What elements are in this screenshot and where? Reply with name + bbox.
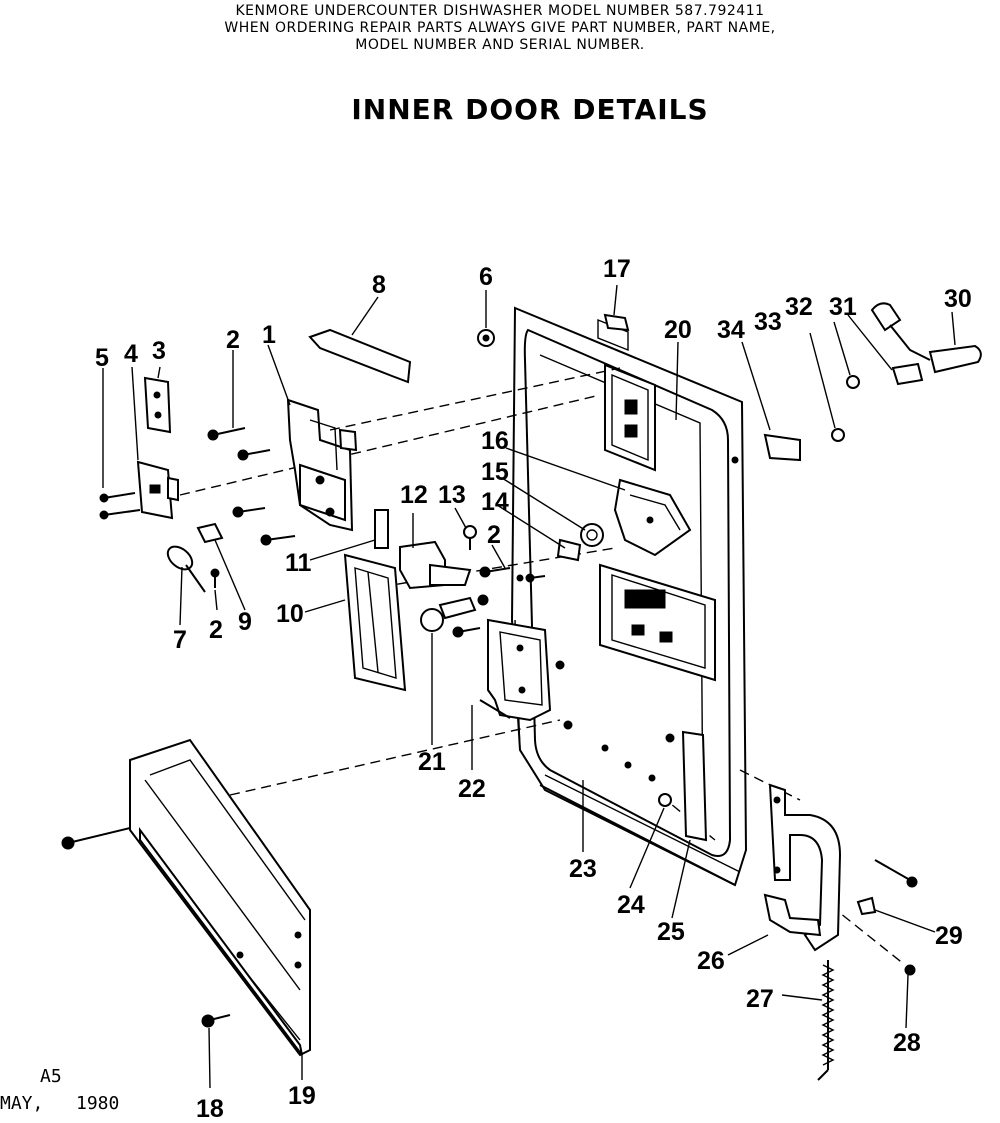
callout-15: 15 (481, 458, 509, 486)
header-serial-line: MODEL NUMBER AND SERIAL NUMBER. (355, 37, 645, 53)
callout-10: 10 (276, 600, 304, 628)
clip-9 (196, 522, 224, 544)
callout-7: 7 (173, 626, 187, 654)
hinge-bracket-22 (479, 618, 552, 722)
callout-14: 14 (481, 488, 509, 516)
outer-door-panel-19 (129, 738, 311, 1057)
callout-30: 30 (944, 285, 972, 313)
callout-31: 31 (829, 293, 857, 321)
callout-16: 16 (481, 427, 509, 455)
callout-29: 29 (935, 922, 963, 950)
callout-12: 12 (400, 481, 428, 509)
parts-14-15-16 (556, 478, 692, 562)
strip-25 (658, 730, 708, 842)
header-ordering-line: WHEN ORDERING REPAIR PARTS ALWAYS GIVE P… (224, 20, 776, 36)
callout-6: 6 (479, 263, 493, 291)
footer-month: MAY, (0, 1093, 44, 1114)
callout-27: 27 (746, 985, 774, 1013)
pin-11 (374, 509, 389, 549)
footer-year: 1980 (76, 1093, 120, 1114)
callout-labels: 5 4 3 2 1 8 6 17 20 34 33 32 31 30 16 15… (95, 255, 972, 1123)
callout-9: 9 (238, 608, 252, 636)
callout-3: 3 (152, 337, 166, 365)
callout-34: 34 (717, 316, 745, 344)
callout-24: 24 (617, 891, 645, 919)
screws-right (856, 859, 918, 976)
cam-7 (166, 545, 206, 593)
diagram-title: INNER DOOR DETAILS (351, 93, 709, 126)
screw-18 (201, 1014, 231, 1028)
latch-bracket-8 (308, 328, 412, 384)
footer-code: A5 (40, 1066, 62, 1087)
actuator-12 (399, 540, 472, 590)
clip-17 (603, 313, 630, 332)
callout-8: 8 (372, 271, 386, 299)
door-handle-10 (343, 553, 407, 692)
callout-33: 33 (754, 308, 782, 336)
inner-door-panel (510, 306, 748, 887)
callout-21: 21 (418, 748, 446, 776)
screws-left (99, 427, 546, 638)
screw-outer-left (61, 827, 131, 850)
callout-2: 2 (226, 326, 240, 354)
callout-22: 22 (458, 775, 486, 803)
callout-26: 26 (697, 947, 725, 975)
callout-23: 23 (569, 855, 597, 883)
callout-5: 5 (95, 344, 109, 372)
knob-13 (463, 525, 477, 550)
hinge-26 (763, 783, 842, 952)
parts-30-34 (763, 302, 982, 462)
callout-1: 1 (262, 321, 276, 349)
callout-13: 13 (438, 481, 466, 509)
screw-2-lower (210, 568, 220, 588)
spring-27 (817, 960, 835, 1081)
callout-20: 20 (664, 316, 692, 344)
grommet-6 (477, 329, 495, 347)
roller-21 (420, 594, 489, 632)
callout-25: 25 (657, 918, 685, 946)
hinge-plate-3 (143, 376, 172, 434)
callout-11: 11 (285, 549, 312, 577)
header-model-line: KENMORE UNDERCOUNTER DISHWASHER MODEL NU… (235, 3, 765, 19)
door-latch-assembly (286, 398, 358, 532)
callout-17: 17 (603, 255, 631, 283)
callout-19: 19 (288, 1082, 316, 1110)
callout-4: 4 (124, 340, 138, 368)
callout-32: 32 (785, 293, 813, 321)
callout-2c: 2 (209, 616, 223, 644)
switch-4 (136, 460, 179, 520)
callout-leader-lines (102, 284, 956, 1089)
callout-18: 18 (196, 1095, 224, 1123)
callout-28: 28 (893, 1029, 921, 1057)
callout-2b: 2 (487, 521, 501, 549)
